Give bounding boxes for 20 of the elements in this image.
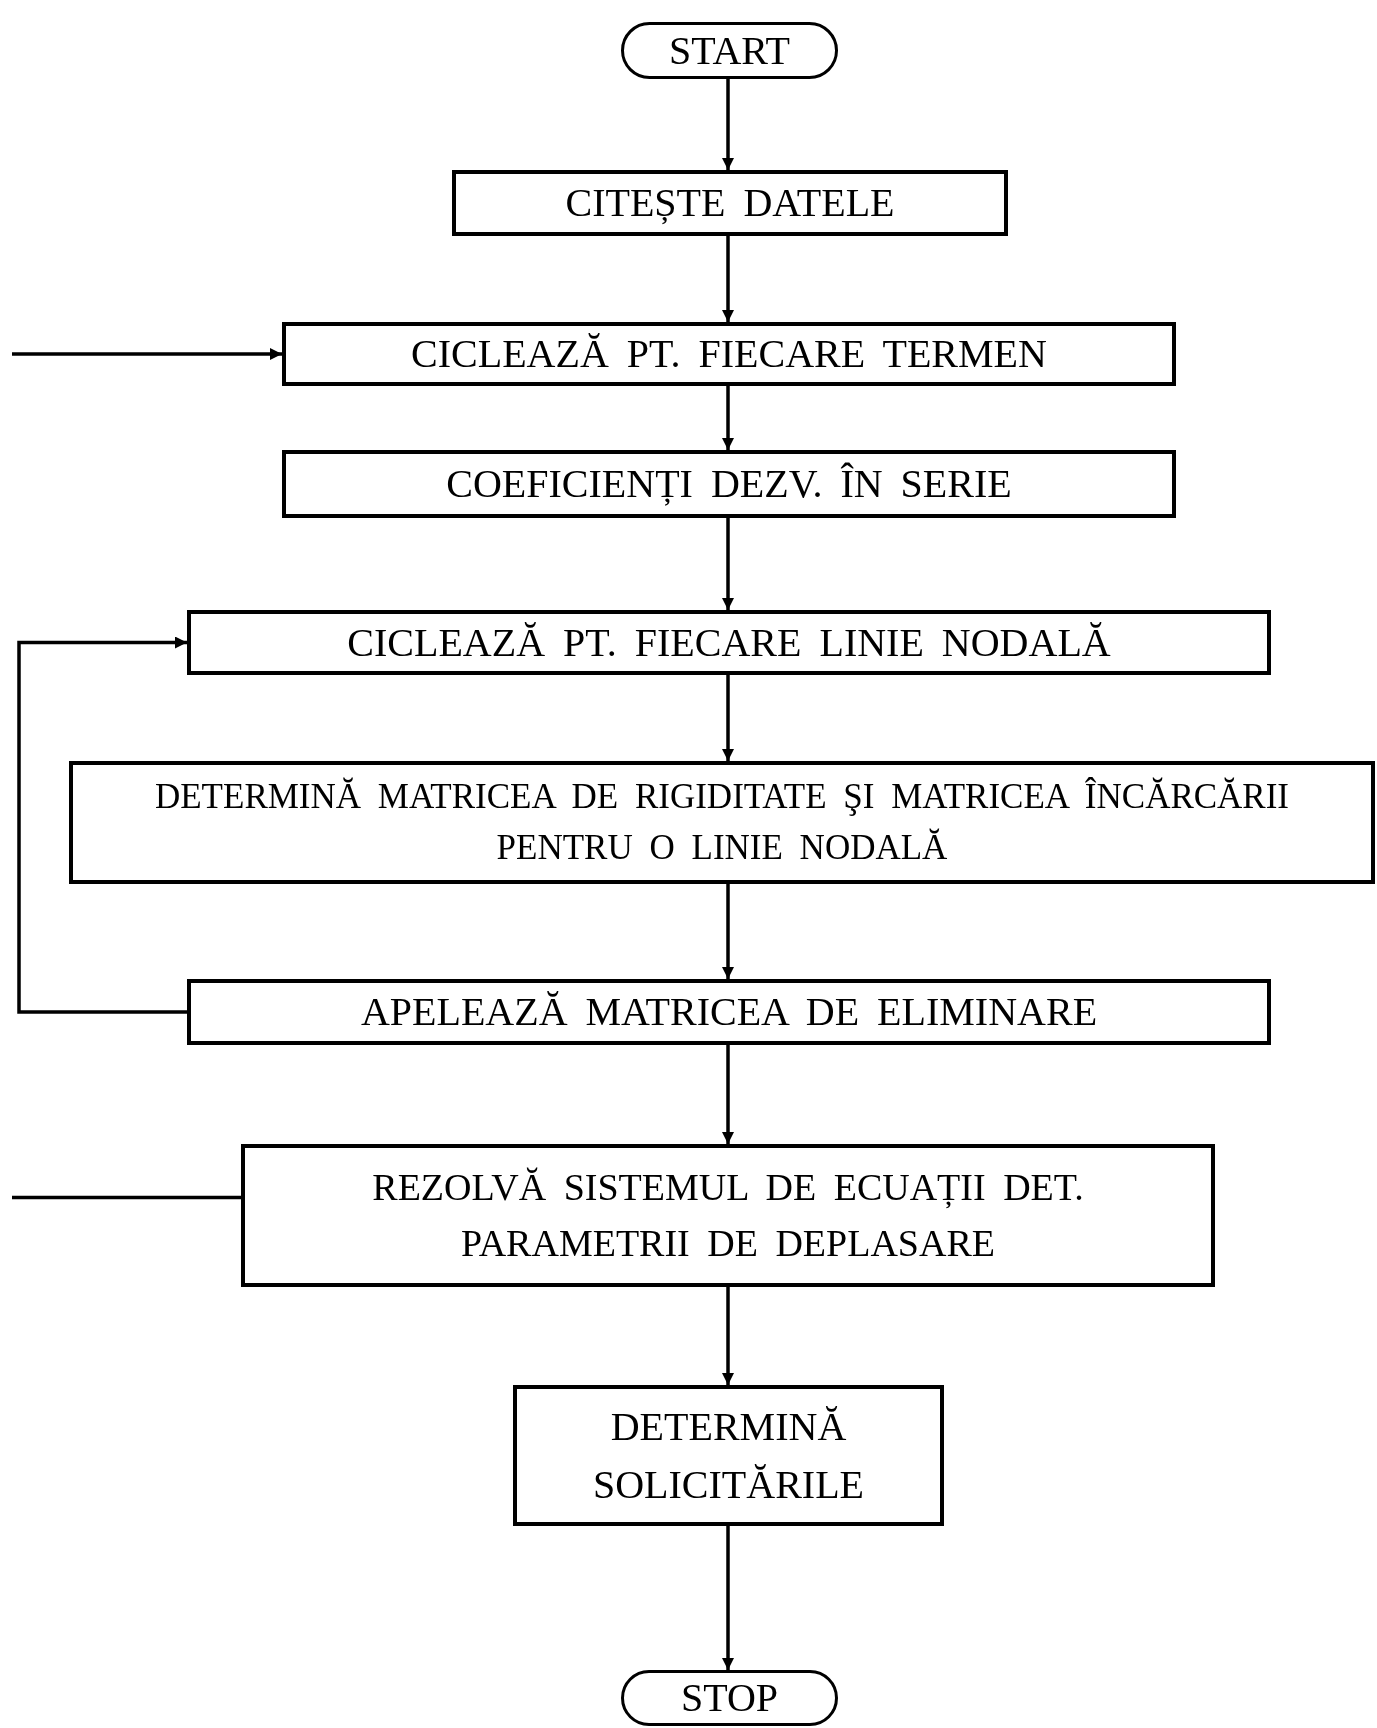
connector-line [12,1195,241,1200]
process-box: DETERMINĂ SOLICITĂRILE [513,1385,944,1526]
process-box: CITEȘTE DATELE [452,170,1008,236]
process-box: APELEAZĂ MATRICEA DE ELIMINARE [187,979,1271,1045]
process-box: COEFICIENȚI DEZV. ÎN SERIE [282,450,1176,518]
process-box: DETERMINĂ MATRICEA DE RIGIDITATE ŞI MATRICEA ÎNCĂRCĂRII PENTRU O LINIE NODALĂ [69,761,1375,884]
arrow [722,1526,734,1670]
process-box: REZOLVĂ SISTEMUL DE ECUAȚII DET. PARAMETRII DE DEPLASARE [241,1144,1215,1287]
arrow [722,236,734,322]
arrow [722,884,734,979]
arrow [722,79,734,170]
process-box: CICLEAZĂ PT. FIECARE TERMEN [282,322,1176,386]
arrow [722,386,734,450]
arrow [722,1287,734,1385]
arrow [722,1045,734,1144]
arrow [722,518,734,610]
arrow [12,348,282,360]
process-box: CICLEAZĂ PT. FIECARE LINIE NODALĂ [187,610,1271,675]
arrow [722,675,734,761]
arrow [17,636,187,1014]
